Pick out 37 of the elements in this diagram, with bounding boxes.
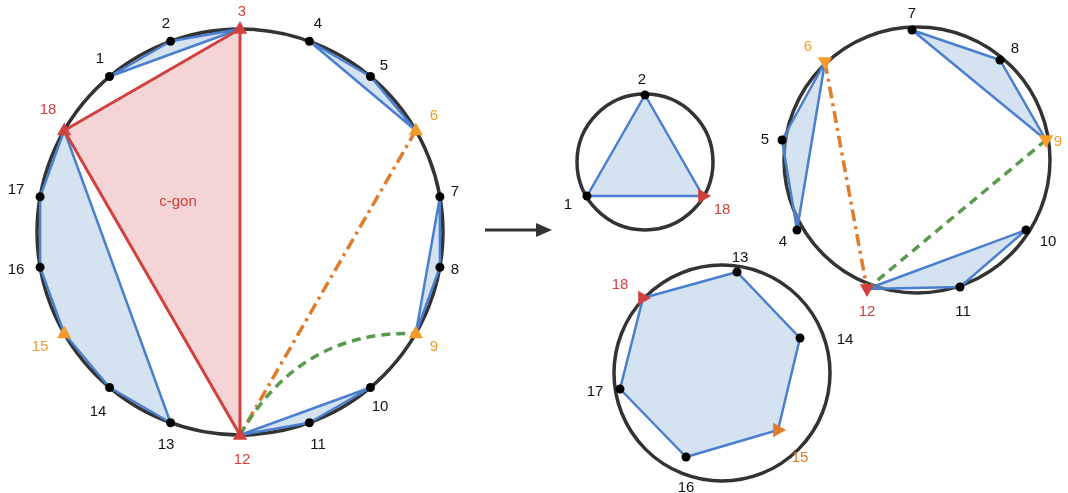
point-number: 11 xyxy=(310,434,326,452)
point-number: 7 xyxy=(450,181,460,199)
point-number: 16 xyxy=(677,477,695,493)
point-number: 8 xyxy=(450,259,460,277)
point-number: 2 xyxy=(637,69,647,87)
point-number: 13 xyxy=(731,247,749,265)
point-number: 18 xyxy=(713,199,731,217)
point-number: 4 xyxy=(778,231,788,249)
polygon-label: c-gon xyxy=(159,191,197,209)
point-number: 18 xyxy=(611,274,629,292)
point-number: 17 xyxy=(7,179,25,197)
point-number: 5 xyxy=(760,129,770,147)
point-number: 11 xyxy=(955,301,971,319)
point-number: 15 xyxy=(791,447,809,465)
point-number: 5 xyxy=(379,55,389,73)
point-number: 3 xyxy=(237,1,247,19)
point-number: 14 xyxy=(89,401,107,419)
point-number: 4 xyxy=(313,13,323,31)
point-number: 14 xyxy=(836,329,854,347)
point-number: 1 xyxy=(563,194,573,212)
point-number: 13 xyxy=(157,434,175,452)
point-number: 7 xyxy=(907,3,917,21)
point-number: 10 xyxy=(371,396,389,414)
point-number: 12 xyxy=(233,449,251,467)
point-number: 10 xyxy=(1039,231,1057,249)
point-number: 2 xyxy=(161,13,171,31)
point-number: 9 xyxy=(1053,131,1063,149)
point-number: 9 xyxy=(429,336,439,354)
point-number: 18 xyxy=(39,99,57,117)
point-number: 1 xyxy=(95,48,105,66)
point-number: 17 xyxy=(586,381,604,399)
point-number: 16 xyxy=(7,259,25,277)
point-number: 12 xyxy=(858,301,876,319)
point-number: 6 xyxy=(803,36,813,54)
point-number: 15 xyxy=(31,336,49,354)
point-number: 6 xyxy=(429,105,439,123)
point-number: 8 xyxy=(1010,38,1020,56)
